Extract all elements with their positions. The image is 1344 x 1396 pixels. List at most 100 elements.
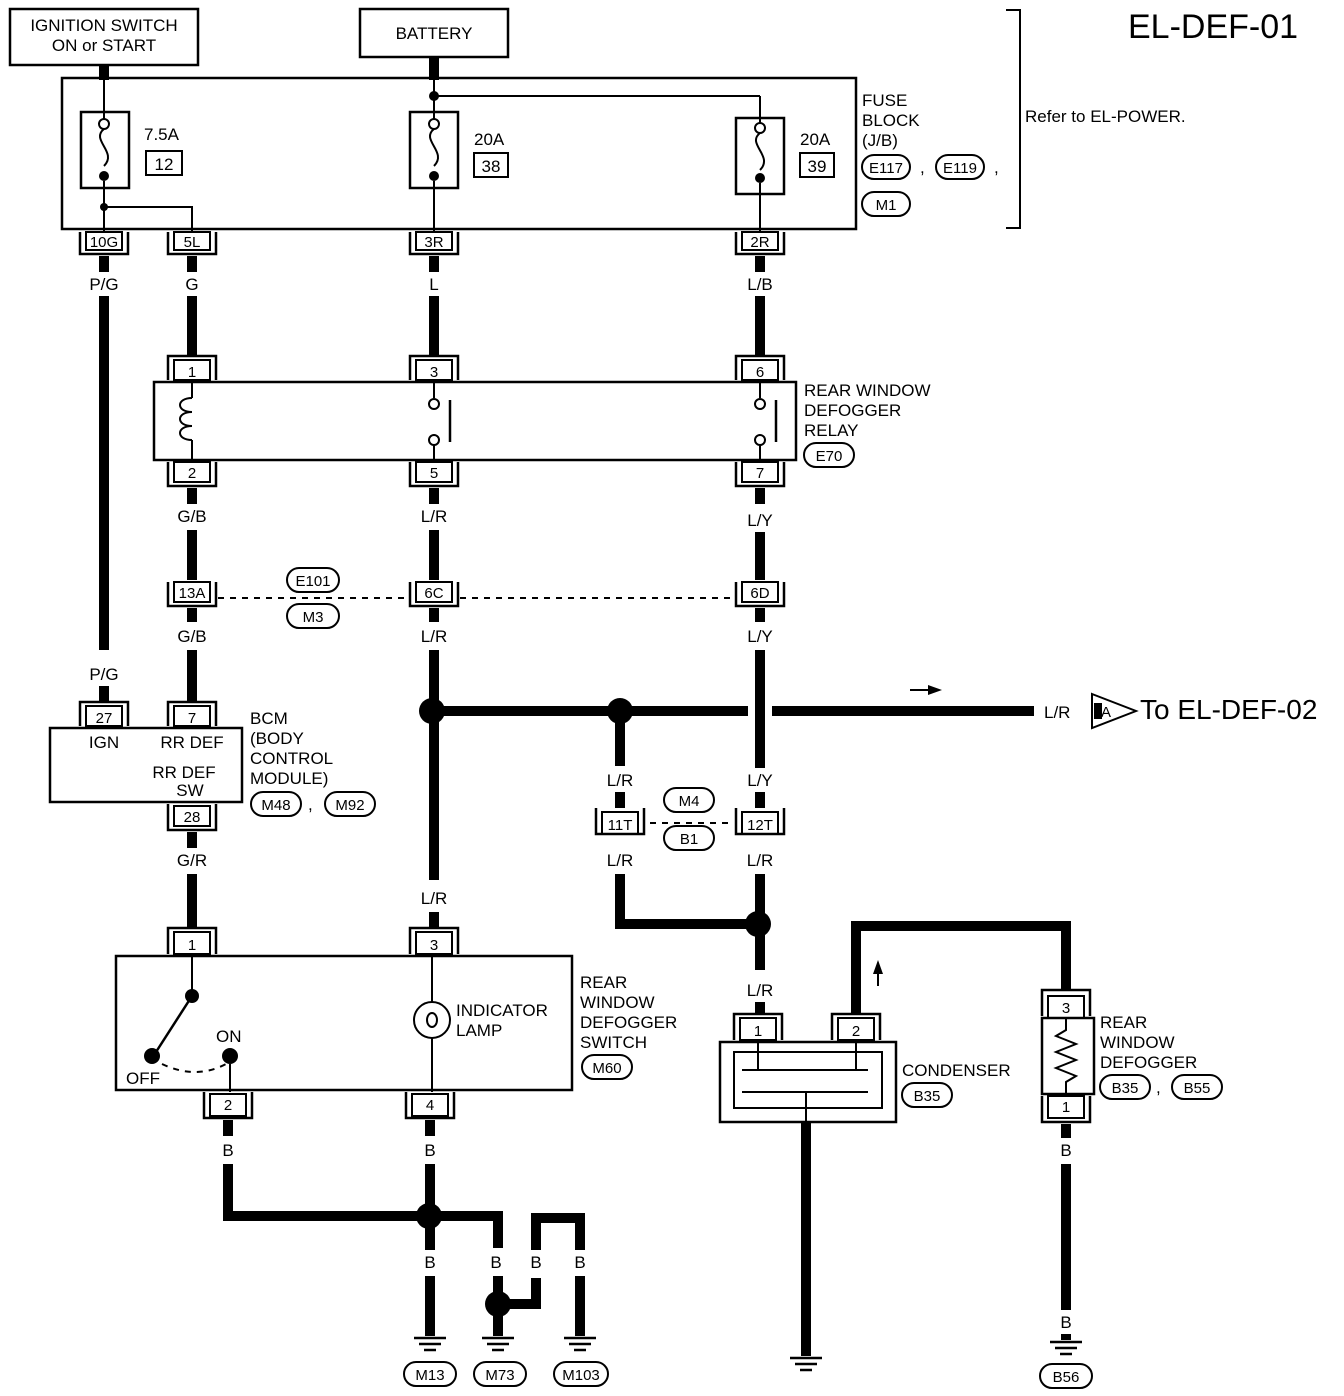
pin-11t: 11T	[608, 817, 633, 834]
conn-m48: M48	[261, 797, 290, 814]
wire-pg-1: P/G	[89, 275, 118, 294]
conn-m92: M92	[335, 797, 364, 814]
wire-lr-6: L/R	[747, 981, 773, 1000]
switch-label-3: DEFOGGER	[580, 1013, 677, 1032]
relay-pin-6: 6	[756, 364, 764, 381]
wire-b-2: B	[424, 1141, 435, 1160]
defogger-pin-1: 1	[1062, 1099, 1070, 1116]
connector-arrow-a: A	[1101, 704, 1111, 721]
defogger-relay: 1 3 6 2 5 7 REAR WINDOW DEFOGGER RELAY	[152, 354, 931, 488]
conn-m60: M60	[592, 1060, 621, 1077]
wire-gr: G/R	[177, 851, 207, 870]
bcm-module: 27 7 IGN RR DEF RR DEF SW 28 BCM (BODY C…	[48, 700, 376, 832]
switch-pin-3: 3	[430, 937, 438, 954]
refer-note: Refer to EL-POWER.	[1025, 107, 1186, 126]
bcm-pin-27: 27	[96, 710, 113, 727]
svg-text:,: ,	[920, 158, 925, 177]
switch-on-label: ON	[216, 1027, 242, 1046]
svg-text:,: ,	[994, 158, 999, 177]
lamp-label-1: INDICATOR	[456, 1001, 548, 1020]
term-2r: 2R	[750, 234, 769, 251]
wire-gb-1: G/B	[177, 507, 206, 526]
conn-e101: E101	[295, 573, 330, 590]
wire-lr-3: L/R	[607, 771, 633, 790]
fuse-39-number: 39	[808, 157, 827, 176]
wire-lr-1: L/R	[421, 507, 447, 526]
wire-ly-1: L/Y	[747, 511, 773, 530]
svg-text:,: ,	[308, 795, 313, 814]
wire-lr-2: L/R	[421, 627, 447, 646]
bcm-label-1: BCM	[250, 709, 288, 728]
fuse-block-label-1: FUSE	[862, 91, 907, 110]
conn-b1: B1	[680, 831, 698, 848]
bcm-label-3: CONTROL	[250, 749, 333, 768]
ground-m73: M73	[473, 1336, 527, 1387]
wire-b-1: B	[222, 1141, 233, 1160]
condenser-pin-2: 2	[852, 1023, 860, 1040]
ground-m13-label: M13	[415, 1367, 444, 1384]
conn-m3: M3	[303, 609, 324, 626]
ground-b56: B56	[1039, 1340, 1093, 1389]
conn-b55: B55	[1184, 1080, 1211, 1097]
fuse-12-number: 12	[155, 155, 174, 174]
ground-m13: M13	[403, 1336, 457, 1387]
diagram-title: EL-DEF-01	[1128, 8, 1298, 46]
condenser-label: CONDENSER	[902, 1061, 1011, 1080]
conn-m1: M1	[876, 197, 897, 214]
to-el-def-02: To EL-DEF-02	[1140, 694, 1317, 725]
defogger-label-1: REAR	[1100, 1013, 1147, 1032]
relay-pin-1: 1	[188, 364, 196, 381]
wire-b-6: B	[574, 1253, 585, 1272]
svg-text:,: ,	[1156, 1078, 1161, 1097]
switch-pin-1: 1	[188, 937, 196, 954]
conn-e70: E70	[816, 448, 843, 465]
junction-e101-m3: 13A 6C 6D E101 M3	[166, 567, 786, 629]
bcm-pin-7: 7	[188, 710, 196, 727]
pin-12t: 12T	[747, 817, 773, 834]
wire-l: L	[429, 275, 438, 294]
fuse-block-label-2: BLOCK	[862, 111, 920, 130]
wire-lr-7: L/R	[421, 889, 447, 908]
conn-e117: E117	[869, 160, 903, 177]
ignition-label-2: ON or START	[52, 36, 156, 55]
pin-13a: 13A	[179, 585, 206, 602]
battery-box: BATTERY	[358, 7, 510, 59]
wire-b-4: B	[490, 1253, 501, 1272]
relay-pin-7: 7	[756, 465, 764, 482]
wire-pg-2: P/G	[89, 665, 118, 684]
pin-6d: 6D	[750, 585, 769, 602]
switch-label-2: WINDOW	[580, 993, 655, 1012]
relay-label-2: DEFOGGER	[804, 401, 901, 420]
ground-m73-label: M73	[485, 1367, 514, 1384]
wire-lb: L/B	[747, 275, 773, 294]
fuse-block: 7.5A 12 20A 38 20A 39 FUSE BLOCK (J/B) E…	[60, 57, 999, 232]
fuse-terminals: 10G 5L 3R 2R	[78, 231, 786, 256]
term-10g: 10G	[90, 234, 118, 251]
switch-off-label: OFF	[126, 1069, 160, 1088]
conn-b35-def: B35	[1112, 1080, 1139, 1097]
bcm-term-rrdef-sw-2: SW	[176, 781, 203, 800]
conn-m4: M4	[679, 793, 700, 810]
wire-ly-2: L/Y	[747, 627, 773, 646]
defogger-label-3: DEFOGGER	[1100, 1053, 1197, 1072]
wire-ly-3: L/Y	[747, 771, 773, 790]
wire-b-3: B	[424, 1253, 435, 1272]
wire-lr-4: L/R	[607, 851, 633, 870]
relay-pin-3: 3	[430, 364, 438, 381]
junction-m4-b1: 11T 12T M4 B1	[594, 787, 786, 851]
defogger-label-2: WINDOW	[1100, 1033, 1175, 1052]
bcm-term-ign: IGN	[89, 733, 119, 752]
fuse-38-number: 38	[482, 157, 501, 176]
conn-b35-cond: B35	[914, 1088, 941, 1105]
switch-pin-2: 2	[224, 1097, 232, 1114]
bcm-term-rrdef: RR DEF	[160, 733, 223, 752]
relay-label-3: RELAY	[804, 421, 859, 440]
wire-b-7: B	[1060, 1141, 1071, 1160]
defogger-pin-3: 3	[1062, 1000, 1070, 1017]
battery-label: BATTERY	[396, 24, 473, 43]
lamp-label-2: LAMP	[456, 1021, 502, 1040]
bcm-label-4: MODULE)	[250, 769, 328, 788]
condenser-pin-1: 1	[754, 1023, 762, 1040]
ground-m103: M103	[553, 1336, 609, 1387]
conn-e119: E119	[943, 160, 977, 177]
